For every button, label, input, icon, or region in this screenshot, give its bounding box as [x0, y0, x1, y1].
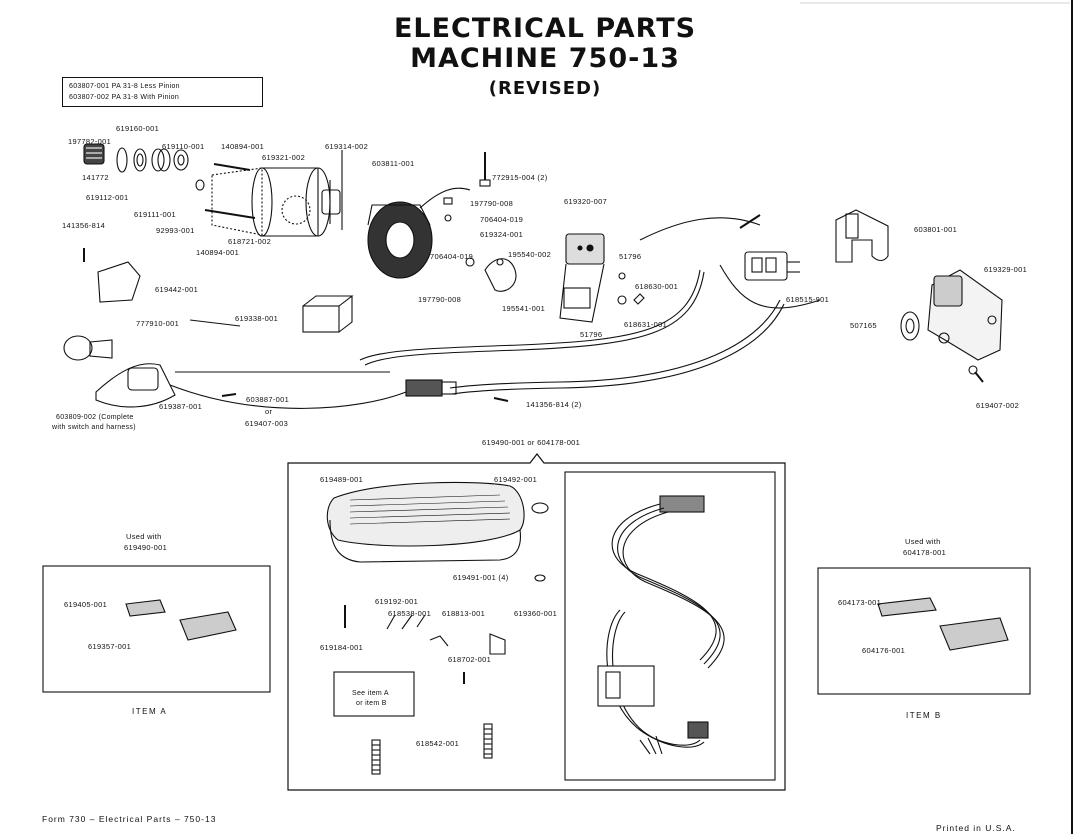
spring-icon	[371, 723, 493, 775]
label-603809-line1: 603809-002 (Complete	[56, 414, 134, 421]
label-619184: 619184-001	[320, 643, 364, 652]
label-772915: 772915-004 (2)	[492, 173, 548, 182]
used-with-b-line1: Used with	[905, 537, 941, 546]
label-507165: 507165	[850, 321, 877, 330]
label-141356a: 141356-814	[62, 221, 106, 230]
label-51796a: 51796	[619, 252, 642, 261]
bracket-icon	[835, 209, 889, 263]
title-line-2: MACHINE 750-13	[410, 43, 680, 74]
label-141772: 141772	[82, 173, 109, 182]
label-706404b: 706404-019	[430, 252, 474, 261]
label-619405: 619405-001	[64, 600, 108, 609]
label-619314: 619314-002	[325, 142, 369, 151]
lamp-bulb-icon	[63, 335, 113, 361]
label-618702: 618702-001	[448, 655, 492, 664]
label-619387: 619387-001	[159, 402, 203, 411]
label-618721: 618721-002	[228, 237, 272, 246]
label-604173: 604173-001	[838, 598, 882, 607]
used-with-b-line2: 604178-001	[903, 548, 947, 557]
page-title: ELECTRICAL PARTS MACHINE 750-13 (REVISED…	[380, 14, 710, 102]
label-619110: 619110-001	[162, 142, 205, 151]
pa-line-2: 603807-002 PA 31-8 With Pinion	[69, 94, 180, 101]
label-618542: 618542-001	[416, 739, 460, 748]
label-619407b: 619407-002	[976, 401, 1020, 410]
label-777910: 777910-001	[136, 319, 180, 328]
terminal-block-icon	[559, 233, 605, 323]
title-line-1: ELECTRICAL PARTS	[393, 13, 697, 44]
switch-icon	[405, 379, 457, 397]
label-197790b: 197790-008	[418, 295, 462, 304]
label-140894a: 140894-001	[221, 142, 265, 151]
label-619111: 619111-001	[134, 210, 176, 219]
field-coil-icon	[367, 187, 471, 279]
label-619112: 619112-001	[86, 193, 129, 202]
motor-icon	[211, 167, 341, 237]
label-618630: 618630-001	[635, 282, 679, 291]
see-item-line1: See item A	[352, 690, 389, 697]
item-a-caption: ITEM A	[132, 707, 168, 716]
footer-printed: Printed in U.S.A.	[936, 823, 1016, 833]
label-619491: 619491-001 (4)	[453, 573, 509, 582]
label-619407a: 619407-003	[245, 419, 289, 428]
foot-control-icon	[326, 481, 525, 563]
title-line-3: (REVISED)	[488, 78, 602, 99]
label-603887: 603887-001	[246, 395, 290, 404]
label-619338: 619338-001	[235, 314, 279, 323]
label-619442: 619442-001	[155, 285, 199, 294]
label-197782: 197782-001	[68, 137, 112, 146]
label-619490: 619490-001 or 604178-001	[482, 438, 581, 447]
label-618515: 618515-901	[786, 295, 830, 304]
label-619492: 619492-001	[494, 475, 538, 484]
label-619160: 619160-001	[116, 124, 160, 133]
label-618538: 618538-001	[388, 609, 432, 618]
label-603809-line2: with switch and harness)	[52, 424, 136, 431]
label-51796b: 51796	[580, 330, 603, 339]
label-619329: 619329-001	[984, 265, 1028, 274]
used-with-a-line1: Used with	[126, 532, 162, 541]
used-with-a-line2: 619490-001	[124, 543, 168, 552]
label-195541: 195541-001	[502, 304, 546, 313]
label-140894b: 140894-001	[196, 248, 240, 257]
item-b-caption: ITEM B	[906, 711, 942, 720]
harness-icon	[597, 495, 725, 755]
label-619489: 619489-001	[320, 475, 364, 484]
label-195540: 195540-002	[508, 250, 552, 259]
label-603811: 603811-001	[372, 159, 415, 168]
label-603801: 603801-001	[914, 225, 958, 234]
motor-pa-box: 603807-001 PA 31-8 Less Pinion 603807-00…	[62, 77, 263, 107]
see-item-line2: or item B	[356, 700, 387, 707]
label-618631: 618631-001	[624, 320, 668, 329]
footer-form: Form 730 – Electrical Parts – 750-13	[42, 814, 217, 824]
label-619192: 619192-001	[375, 597, 419, 606]
label-197790a: 197790-008	[470, 199, 514, 208]
plug-icon	[744, 251, 800, 281]
label-141356b: 141356-814 (2)	[526, 400, 582, 409]
pa-line-1: 603807-001 PA 31-8 Less Pinion	[69, 83, 180, 90]
label-619321: 619321-002	[262, 153, 306, 162]
label-619320: 619320-007	[564, 197, 608, 206]
label-or: or	[265, 407, 273, 416]
bushing-icon	[83, 143, 105, 165]
label-706404a: 706404-019	[480, 215, 524, 224]
label-619357: 619357-001	[88, 642, 132, 651]
label-92993: 92993-001	[156, 226, 195, 235]
label-619360: 619360-001	[514, 609, 558, 618]
label-618813: 618813-001	[442, 609, 486, 618]
label-619324: 619324-001	[480, 230, 524, 239]
label-604176: 604176-001	[862, 646, 906, 655]
